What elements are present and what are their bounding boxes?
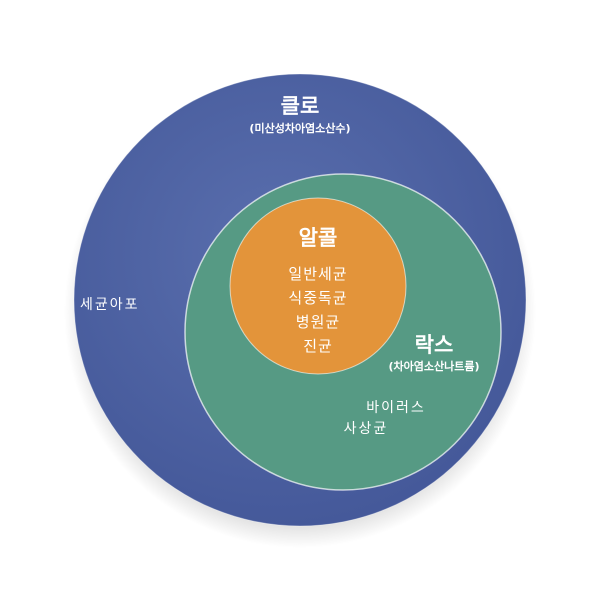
inner-item: 일반세균 [288,265,348,283]
outer-side-label: 세균아포 [80,297,140,313]
inner-title: 알콜 [298,226,338,250]
outer-subtitle: (미산성차아염소산수) [249,122,351,135]
middle-title: 락스 [414,333,454,357]
outer-title: 클로 [280,94,320,118]
middle-item: 사상균 [343,421,389,437]
inner-circle [229,197,407,375]
middle-item: 바이러스 [366,400,426,416]
middle-subtitle: (차아염소산나트륨) [388,360,480,373]
inner-item: 병원균 [295,313,341,331]
inner-item: 진균 [303,337,333,355]
inner-item: 식중독균 [288,289,348,307]
